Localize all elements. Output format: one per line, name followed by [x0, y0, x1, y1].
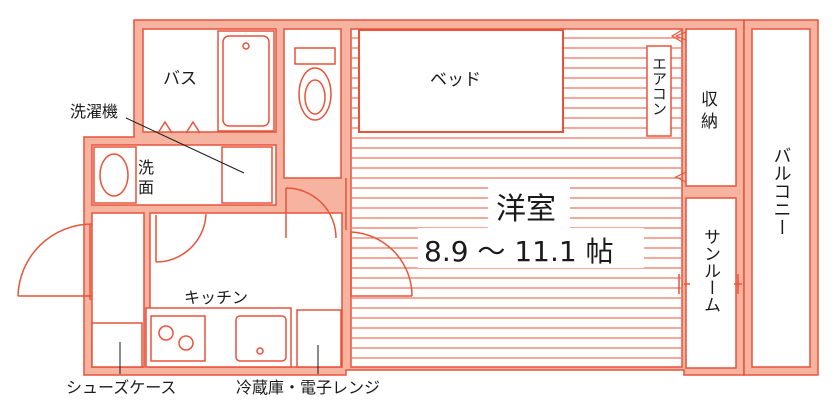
storage-marks: [674, 31, 687, 183]
label-western-room-size: 8.9 ～ 11.1 帖: [424, 235, 614, 268]
bed: [358, 29, 564, 133]
washbasin: [93, 146, 137, 204]
storage-room: [685, 28, 737, 187]
labels: バス 洗濯機 洗 面 ベッド エアコン 収 納 洋室 8.9 ～ 11.1 帖 …: [66, 56, 792, 397]
label-aircon: エアコン: [650, 56, 668, 116]
toilet-door: [285, 187, 337, 239]
sunroom-area: [685, 197, 737, 369]
label-bed: ベッド: [430, 70, 481, 90]
label-sunroom: サンルーム: [700, 228, 720, 313]
bath-door: [157, 120, 201, 134]
label-shoe-case: シューズケース: [66, 378, 176, 397]
sliding-marks: [678, 274, 742, 294]
room-door: [350, 231, 413, 297]
label-masks: [418, 186, 644, 268]
washing-machine-spot: [221, 146, 273, 204]
kitchen-counter: [145, 307, 292, 368]
washing-machine-pointer: [125, 117, 245, 174]
label-washing-machine: 洗濯機: [70, 102, 118, 121]
bathtub: [217, 30, 275, 132]
balcony: [743, 19, 819, 376]
shoe-case: [91, 322, 143, 368]
label-storage-1: 収: [701, 90, 718, 110]
label-bath: バス: [163, 69, 197, 89]
leader-lines: [119, 342, 319, 374]
aircon-unit: [646, 28, 683, 137]
label-western-room: 洋室: [496, 192, 556, 227]
washroom-door: [155, 213, 207, 263]
entrance-door: [17, 223, 93, 300]
label-fridge-microwave: 冷蔵庫・電子レンジ: [236, 378, 380, 397]
toilet: [294, 47, 336, 121]
fridge-spot: [296, 309, 342, 368]
label-washroom-1: 洗: [138, 158, 154, 177]
label-balcony: バルコニー: [771, 146, 792, 236]
label-washroom-2: 面: [138, 178, 154, 197]
label-storage-2: 納: [701, 112, 718, 132]
label-kitchen: キッチン: [184, 288, 248, 307]
